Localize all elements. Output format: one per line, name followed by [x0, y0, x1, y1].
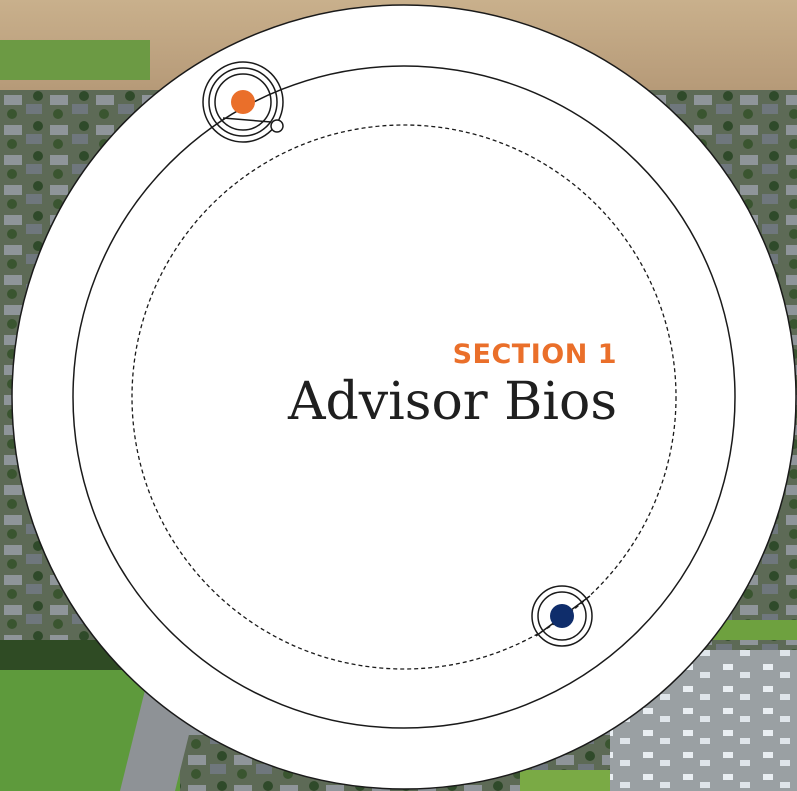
inner-dashed-orbit: [131, 124, 677, 670]
outer-white-disc: [11, 4, 797, 790]
section-heading-block: SECTION 1 Advisor Bios: [288, 338, 617, 432]
section-title: Advisor Bios: [287, 372, 617, 432]
middle-orbit-ring: [72, 65, 736, 729]
orange-orbit-marker-icon: [202, 61, 284, 143]
navy-orbit-marker-icon: [531, 585, 593, 647]
section-number-label: SECTION 1: [452, 339, 617, 370]
